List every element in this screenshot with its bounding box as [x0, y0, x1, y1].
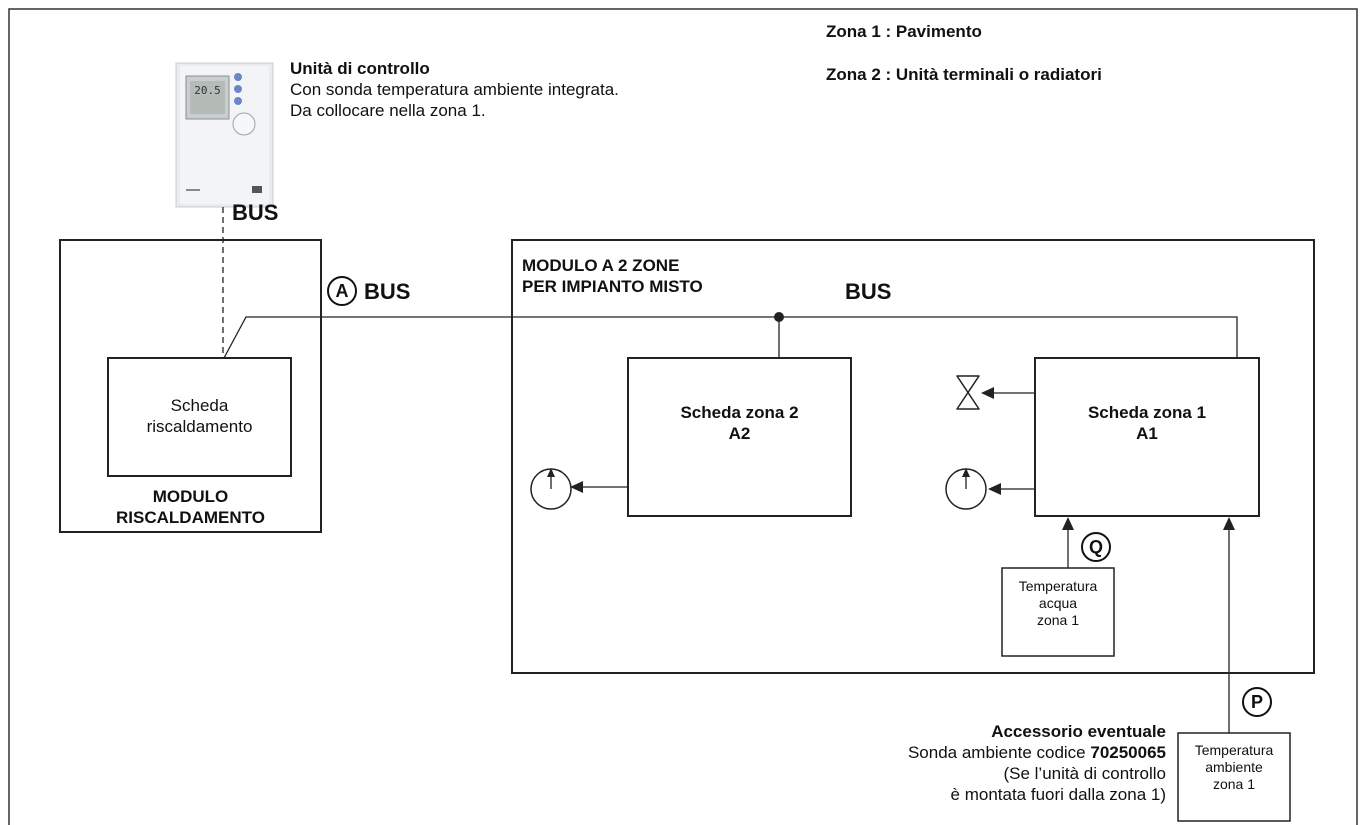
card-zone1-line1: Scheda zona 1: [1087, 403, 1207, 422]
marker-a: A: [327, 276, 357, 306]
card-zone1-box: [1034, 357, 1260, 517]
pump-icon: [945, 468, 987, 510]
main-bus-line: [223, 316, 1238, 359]
card-zone2-label: Scheda zona 2 A2: [628, 402, 851, 444]
button-icon: [234, 73, 242, 81]
heating-card-line2: riscaldamento: [146, 417, 253, 436]
zone-module-box: [511, 239, 1315, 674]
card-zone1-line2: A1: [1136, 424, 1158, 443]
ambient-sensor-line3: zona 1: [1212, 776, 1256, 792]
water-sensor-box: [1001, 567, 1115, 657]
control-unit-description: Unità di controllo Con sonda temperatura…: [290, 58, 619, 121]
accessory-code: 70250065: [1090, 743, 1166, 762]
heating-card-label: Scheda riscaldamento: [108, 395, 291, 437]
heating-module-title-line1: MODULO: [152, 487, 229, 506]
ambient-sensor-line1: Temperatura: [1194, 742, 1274, 758]
control-unit-display: 20.5: [194, 84, 221, 97]
pump-icon: [530, 468, 572, 510]
water-sensor-line1: Temperatura: [1018, 578, 1098, 594]
zone-module-title-line2: PER IMPIANTO MISTO: [522, 277, 703, 296]
accessory-line2: (Se l’unità di controllo: [1003, 764, 1166, 783]
accessory-line1-prefix: Sonda ambiente codice: [907, 743, 1091, 762]
accessory-title: Accessorio eventuale: [991, 722, 1166, 741]
card-zone1-label: Scheda zona 1 A1: [1035, 402, 1259, 444]
heating-module-box: [59, 239, 322, 533]
ambient-sensor-box: [1177, 732, 1291, 822]
card-zone2-line1: Scheda zona 2: [680, 403, 799, 422]
bus-label-vertical: BUS: [232, 200, 279, 225]
bus-label-a: BUS: [364, 279, 411, 304]
bus-label-main: BUS: [845, 279, 892, 304]
heating-module-title: MODULO RISCALDAMENTO: [60, 486, 321, 528]
heating-card-box: [107, 357, 292, 477]
heating-module-title-line2: RISCALDAMENTO: [116, 508, 265, 527]
control-unit-line1: Con sonda temperatura ambiente integrata…: [290, 80, 619, 99]
knob-icon: [232, 112, 256, 136]
control-unit-device: [175, 62, 274, 208]
zone-module-title: MODULO A 2 ZONE PER IMPIANTO MISTO: [522, 255, 703, 297]
outer-frame: [8, 8, 1358, 825]
ambient-sensor-line2: ambiente: [1205, 759, 1263, 775]
zone2-label: Zona 2 : Unità terminali o radiatori: [826, 65, 1102, 84]
accessory-line1: Sonda ambiente codice 70250065: [908, 742, 1166, 763]
water-sensor-line2: acqua: [1038, 595, 1078, 611]
card-zone2-line2: A2: [728, 424, 751, 443]
marker-q: Q: [1081, 532, 1111, 562]
card-zone2-box: [627, 357, 852, 517]
marker-p: P: [1242, 687, 1272, 717]
accessory-description: Accessorio eventuale Sonda ambiente codi…: [908, 721, 1166, 805]
heating-card-line1: Scheda: [170, 396, 229, 415]
button-icon: [234, 97, 242, 105]
control-unit-line2: Da collocare nella zona 1.: [290, 101, 486, 120]
water-sensor-label: Temperatura acqua zona 1: [1002, 578, 1114, 629]
water-sensor-line3: zona 1: [1036, 612, 1080, 628]
zone1-label: Zona 1 : Pavimento: [826, 22, 982, 41]
zone-module-title-line1: MODULO A 2 ZONE: [522, 256, 680, 275]
accessory-line3: è montata fuori dalla zona 1): [950, 785, 1166, 804]
ambient-sensor-label: Temperatura ambiente zona 1: [1178, 742, 1290, 793]
button-icon: [234, 85, 242, 93]
control-unit-title: Unità di controllo: [290, 59, 430, 78]
valve-icon: [956, 375, 980, 410]
